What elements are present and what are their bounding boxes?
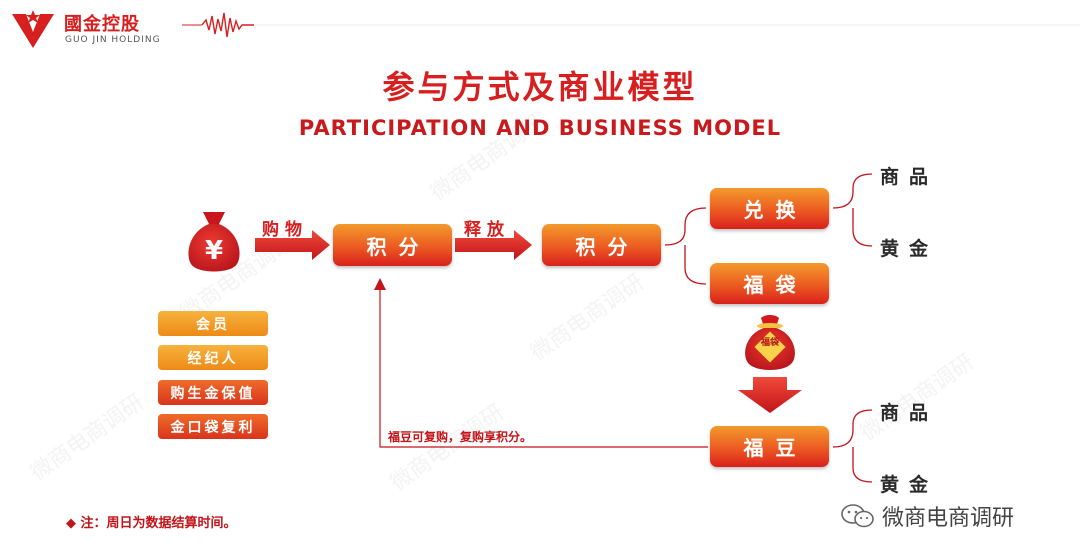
shop-label: 购物 <box>262 220 308 240</box>
goods-label-1: 商品 <box>880 166 939 188</box>
logo: 國金控股 GUO JIN HOLDING <box>10 8 180 52</box>
split-bracket <box>664 207 707 285</box>
role-pill-gold-value: 购生金保值 <box>158 380 268 405</box>
money-bag-icon: ¥ <box>183 208 245 274</box>
fudou-box: 福豆 <box>710 426 829 467</box>
shop-arrow <box>255 230 330 260</box>
svg-text:¥: ¥ <box>205 236 223 266</box>
release-arrow <box>455 230 532 260</box>
goods-label-2: 商品 <box>880 402 939 424</box>
lucky-bag-text: 福袋 <box>760 338 779 348</box>
logo-cn: 國金控股 <box>64 14 140 35</box>
exchange-label: 兑换 <box>743 198 808 222</box>
exchange-box: 兑换 <box>710 188 829 229</box>
points-box-1: 积分 <box>333 224 452 266</box>
points-box-2-label: 积分 <box>575 234 640 259</box>
points-box-2: 积分 <box>542 224 661 266</box>
role-pill-broker: 经纪人 <box>158 345 268 370</box>
diamond-bullet-icon: ◆ <box>66 516 81 531</box>
lucky-bag-label: 福袋 <box>743 273 808 297</box>
lucky-bag-icon: 福袋 <box>739 312 801 370</box>
loop-line <box>374 278 708 448</box>
role-pill-member: 会员 <box>158 311 268 336</box>
footnote: ◆ 注：周日为数据结算时间。 <box>66 516 237 531</box>
gold-label-2: 黄金 <box>880 474 939 496</box>
fudou-label: 福豆 <box>743 436 808 460</box>
release-label: 释放 <box>464 220 510 240</box>
header-divider <box>182 12 1080 38</box>
exchange-bracket <box>832 173 873 247</box>
gold-label-1: 黄金 <box>880 238 939 260</box>
wechat-icon <box>841 504 874 528</box>
logo-mark-icon <box>12 10 54 48</box>
down-arrow <box>738 377 802 413</box>
page-title: 参与方式及商业模型 <box>382 68 698 106</box>
lucky-bag-box: 福袋 <box>710 263 829 304</box>
role-pill-gold-pocket: 金口袋复利 <box>158 414 268 439</box>
fudou-bracket <box>832 409 873 483</box>
wechat-account: 微商电商调研 <box>840 500 1014 532</box>
logo-en: GUO JIN HOLDING <box>65 35 161 45</box>
points-box-1-label: 积分 <box>366 234 431 259</box>
loop-note: 福豆可复购，复购享积分。 <box>388 430 533 444</box>
page-subtitle: PARTICIPATION AND BUSINESS MODEL <box>298 116 782 140</box>
